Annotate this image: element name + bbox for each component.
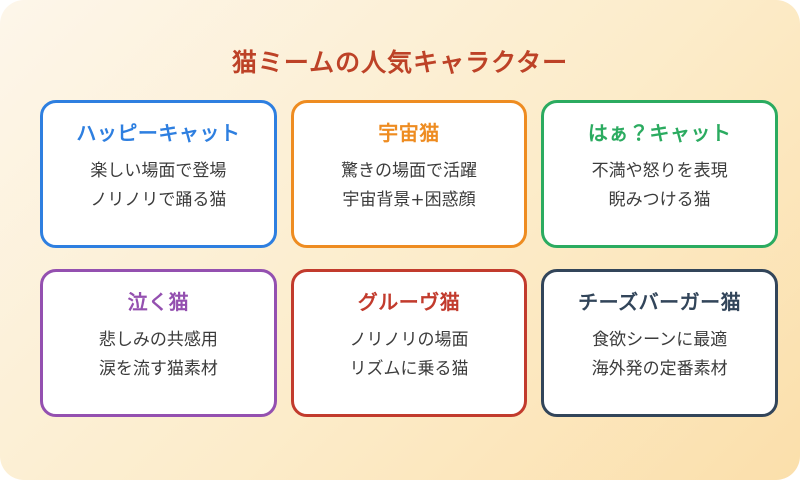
- card-happy-cat: ハッピーキャット 楽しい場面で登場 ノリノリで踊る猫: [40, 100, 277, 248]
- card-description-line: ノリノリで踊る猫: [90, 189, 227, 210]
- card-title: 宇宙猫: [378, 121, 440, 145]
- card-huh-cat: はぁ？キャット 不満や怒りを表現 睨みつける猫: [541, 100, 778, 248]
- card-crying-cat: 泣く猫 悲しみの共感用 涙を流す猫素材: [40, 269, 277, 417]
- card-title: ハッピーキャット: [76, 121, 241, 145]
- card-description-line: 海外発の定番素材: [591, 358, 728, 379]
- card-description-line: 驚きの場面で活躍: [340, 161, 477, 181]
- card-description-line: ノリノリの場面: [349, 330, 469, 350]
- card-description-line: 宇宙背景+困惑顔: [342, 189, 476, 210]
- card-title: 泣く猫: [127, 290, 190, 314]
- card-description-line: 不満や怒りを表現: [591, 161, 728, 181]
- card-description-line: 食欲シーンに最適: [592, 330, 728, 350]
- card-description-line: 楽しい場面で登場: [90, 161, 227, 181]
- page-title: 猫ミームの人気キャラクター: [231, 47, 569, 77]
- card-cheeseburger-cat: チーズバーガー猫 食欲シーンに最適 海外発の定番素材: [541, 269, 778, 417]
- card-groove-cat: グルーヴ猫 ノリノリの場面 リズムに乗る猫: [290, 269, 528, 417]
- card-description-line: リズムに乗る猫: [349, 358, 469, 379]
- card-description-line: 涙を流す猫素材: [98, 358, 218, 379]
- card-title: グルーヴ猫: [357, 290, 461, 314]
- card-space-cat: 宇宙猫 驚きの場面で活躍 宇宙背景+困惑顔: [290, 100, 528, 248]
- card-title: はぁ？キャット: [587, 121, 732, 145]
- card-grid: ハッピーキャット 楽しい場面で登場 ノリノリで踊る猫 宇宙猫 驚きの場面で活躍 …: [40, 100, 778, 417]
- card-description-line: 睨みつける猫: [608, 189, 711, 210]
- card-description-line: 悲しみの共感用: [98, 330, 218, 350]
- card-title: チーズバーガー猫: [578, 290, 742, 314]
